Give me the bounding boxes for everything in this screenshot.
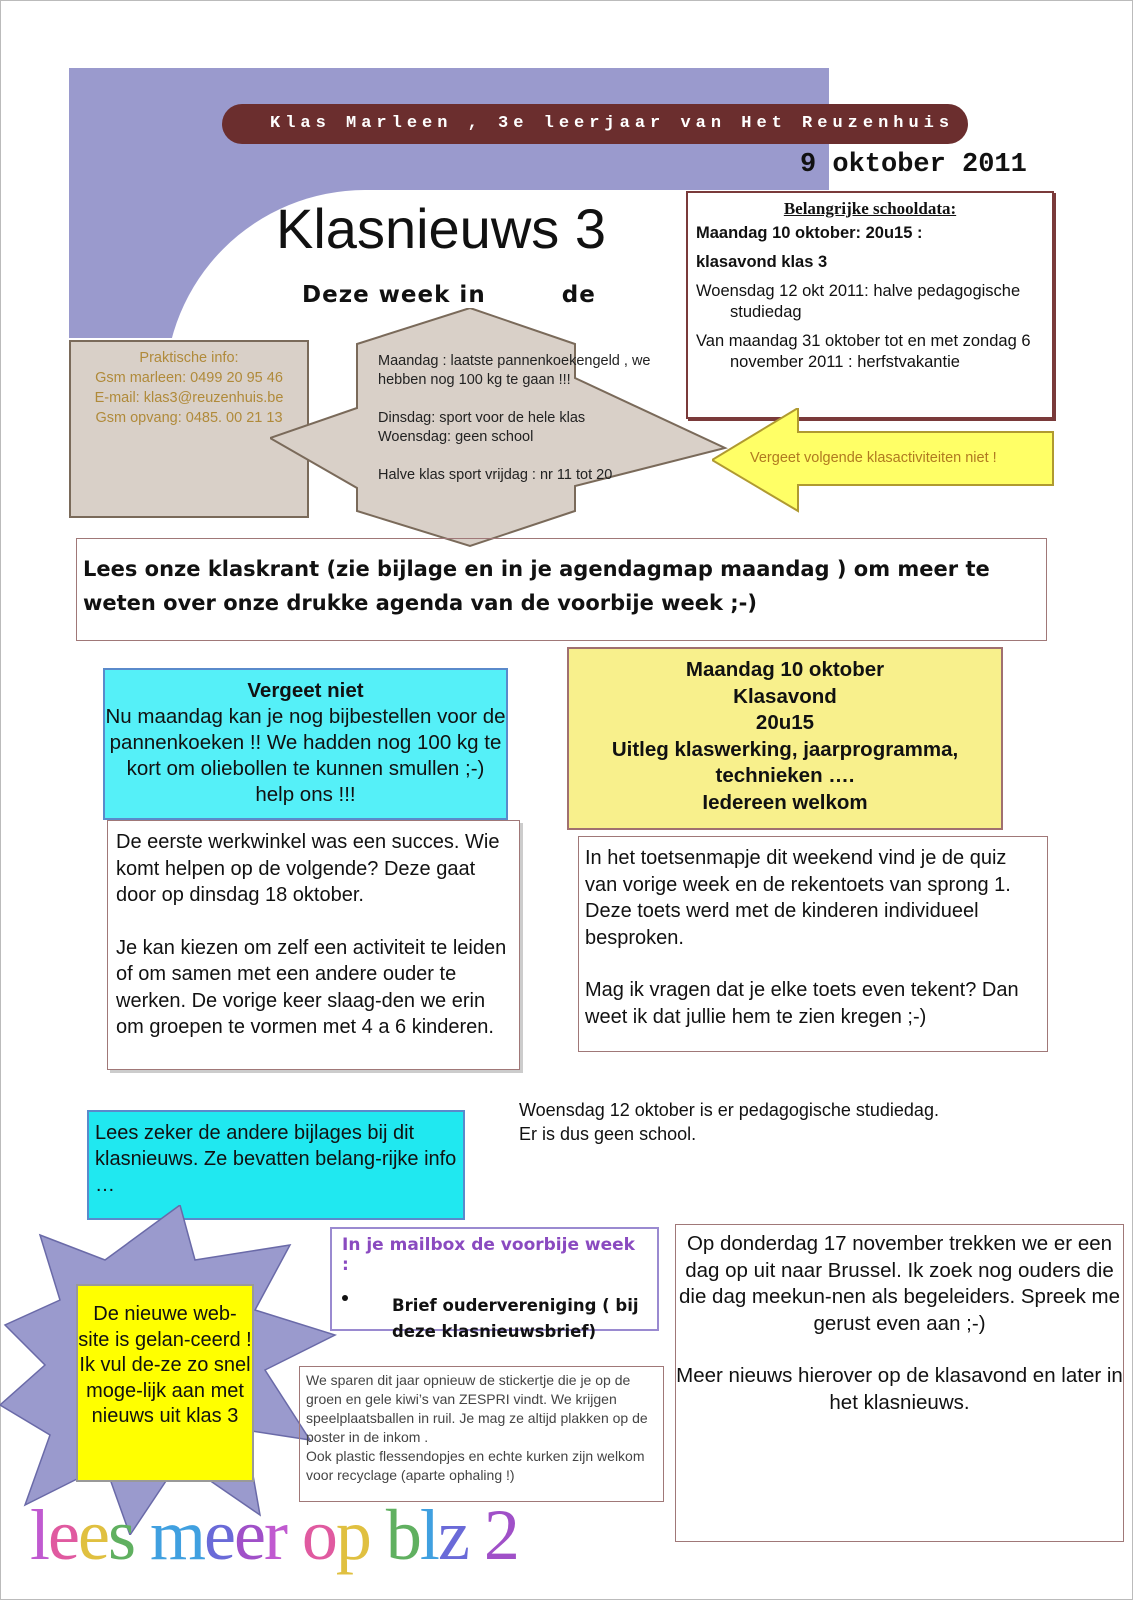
class-header-bar: Klas Marleen , 3e leerjaar van Het Reuze… [222,104,968,144]
lees-meer-letter: p [335,1495,372,1575]
school-date-3: Van maandag 31 oktober tot en met zondag… [696,332,1031,371]
arrow-note: Vergeet volgende klasactiviteiten niet ! [750,450,997,466]
mailbox-heading: In je mailbox de voorbije week : [342,1235,635,1275]
lees-meer-letter [468,1495,484,1575]
lees-meer-letter: o [301,1495,338,1575]
lees-meer-letter: 2 [483,1495,520,1575]
lees-meer-letter: s [107,1495,136,1575]
lees-meer-text: lees meer op blz 2 [30,1495,520,1575]
klasavond-box: Maandag 10 oktober Klasavond 20u15 Uitle… [567,647,1003,830]
lees-meer-letter: b [385,1495,422,1575]
toetsen-p1: In het toetsenmapje dit weekend vind je … [585,847,1011,949]
week-subtitle: Deze week in de [302,282,596,308]
studiedag-line-1: Woensdag 12 oktober is er pedagogische s… [519,1100,939,1120]
werkwinkel-p1: De eerste werkwinkel was een succes. Wie… [116,831,500,906]
gsm-marleen: Gsm marleen: 0499 20 95 46 [95,370,283,386]
stickers-box: We sparen dit jaar opnieuw de stickertje… [299,1366,664,1502]
brussel-p1: Op donderdag 17 november trekken we er e… [678,1232,1121,1335]
toetsen-box: In het toetsenmapje dit weekend vind je … [578,836,1048,1052]
practical-info-box: Praktische info: Gsm marleen: 0499 20 95… [69,340,309,518]
practical-info-label: Praktische info: [139,350,239,366]
werkwinkel-p2: Je kan kiezen om zelf een activiteit te … [116,936,507,1039]
subtitle-part-2: de [561,282,596,308]
klasavond-date: Maandag 10 oktober [685,658,885,681]
lees-meer-letter: e [204,1495,236,1575]
lees-meer-letter [286,1495,302,1575]
brussel-p2: Meer nieuws hierover op de klasavond en … [676,1364,1123,1414]
week-halve-klas: Halve klas sport vrijdag : nr 11 tot 20 [378,467,613,483]
lees-meer-letter [370,1495,386,1575]
website-box: De nieuwe web-site is gelan-ceerd ! Ik v… [76,1284,254,1482]
school-dates-heading: Belangrijke schooldata: [783,199,957,218]
stickers-p1: We sparen dit jaar opnieuw de stickertje… [306,1372,648,1445]
left-arrow-shape [712,408,1054,513]
studiedag-line-2: Er is dus geen school. [519,1124,697,1144]
issue-date: 9 oktober 2011 [800,150,1027,180]
klasavond-title: Klasavond [733,684,837,708]
week-woensdag: Woensdag: geen school [378,429,534,445]
brussel-box: Op donderdag 17 november trekken we er e… [675,1224,1124,1542]
school-date-1b: klasavond klas 3 [696,253,828,271]
lees-meer-letter: z [437,1495,470,1575]
mailbox-item: Brief oudervereniging ( bij deze klasnie… [392,1296,639,1341]
school-dates-box: Belangrijke schooldata: Maandag 10 oktob… [686,191,1054,419]
bijlages-box: Lees zeker de andere bijlages bij dit kl… [87,1110,465,1220]
lees-meer-letter: r [263,1495,288,1575]
vergeet-niet-box: Vergeet niet Nu maandag kan je nog bijbe… [103,668,508,820]
vergeet-niet-heading: Vergeet niet [247,679,364,702]
week-star-shape [270,308,728,548]
toetsen-p2: Mag ik vragen dat je elke toets even tek… [585,979,1019,1028]
stickers-p2: Ook plastic flessendopjes en echte kurke… [306,1448,645,1483]
gsm-opvang: Gsm opvang: 0485. 00 21 13 [95,410,283,426]
klasavond-welcome: Iedereen welkom [702,790,868,814]
studiedag-note: Woensdag 12 oktober is er pedagogische s… [519,1098,939,1146]
week-dinsdag: Dinsdag: sport voor de hele klas [378,410,586,426]
klasavond-topics: Uitleg klaswerking, jaarprogramma, techn… [611,737,959,788]
week-maandag: Maandag : laatste pannenkoekengeld , we … [378,353,651,388]
klasavond-time: 20u15 [755,711,815,734]
lees-meer-wordart: lees meer op blz 2 [30,1490,520,1580]
lees-meer-letter: e [233,1495,266,1575]
lees-meer-letter: l [30,1495,50,1575]
school-date-1: Maandag 10 oktober: 20u15 : [696,224,923,242]
vergeet-niet-body: Nu maandag kan je nog bijbestellen voor … [105,705,506,806]
lees-meer-letter: e [77,1495,110,1575]
lees-meer-letter: m [149,1495,206,1575]
mailbox-box: In je mailbox de voorbije week : Brief o… [330,1227,659,1341]
week-schedule: Maandag : laatste pannenkoekengeld , we … [378,352,698,504]
newsletter-title: Klasnieuws 3 [276,197,606,260]
school-date-2: Woensdag 12 okt 2011: halve pedagogische… [696,282,1021,321]
lees-meer-letter: e [48,1495,80,1575]
lees-meer-letter [134,1495,150,1575]
klaskrant-box: Lees onze klaskrant (zie bijlage en in j… [76,538,1047,641]
subtitle-part-1: Deze week in [302,282,486,308]
mailbox-bullet [342,1295,348,1301]
email-address: E-mail: klas3@reuzenhuis.be [94,390,284,406]
werkwinkel-box: De eerste werkwinkel was een succes. Wie… [107,820,520,1070]
lees-meer-letter: l [419,1495,440,1575]
